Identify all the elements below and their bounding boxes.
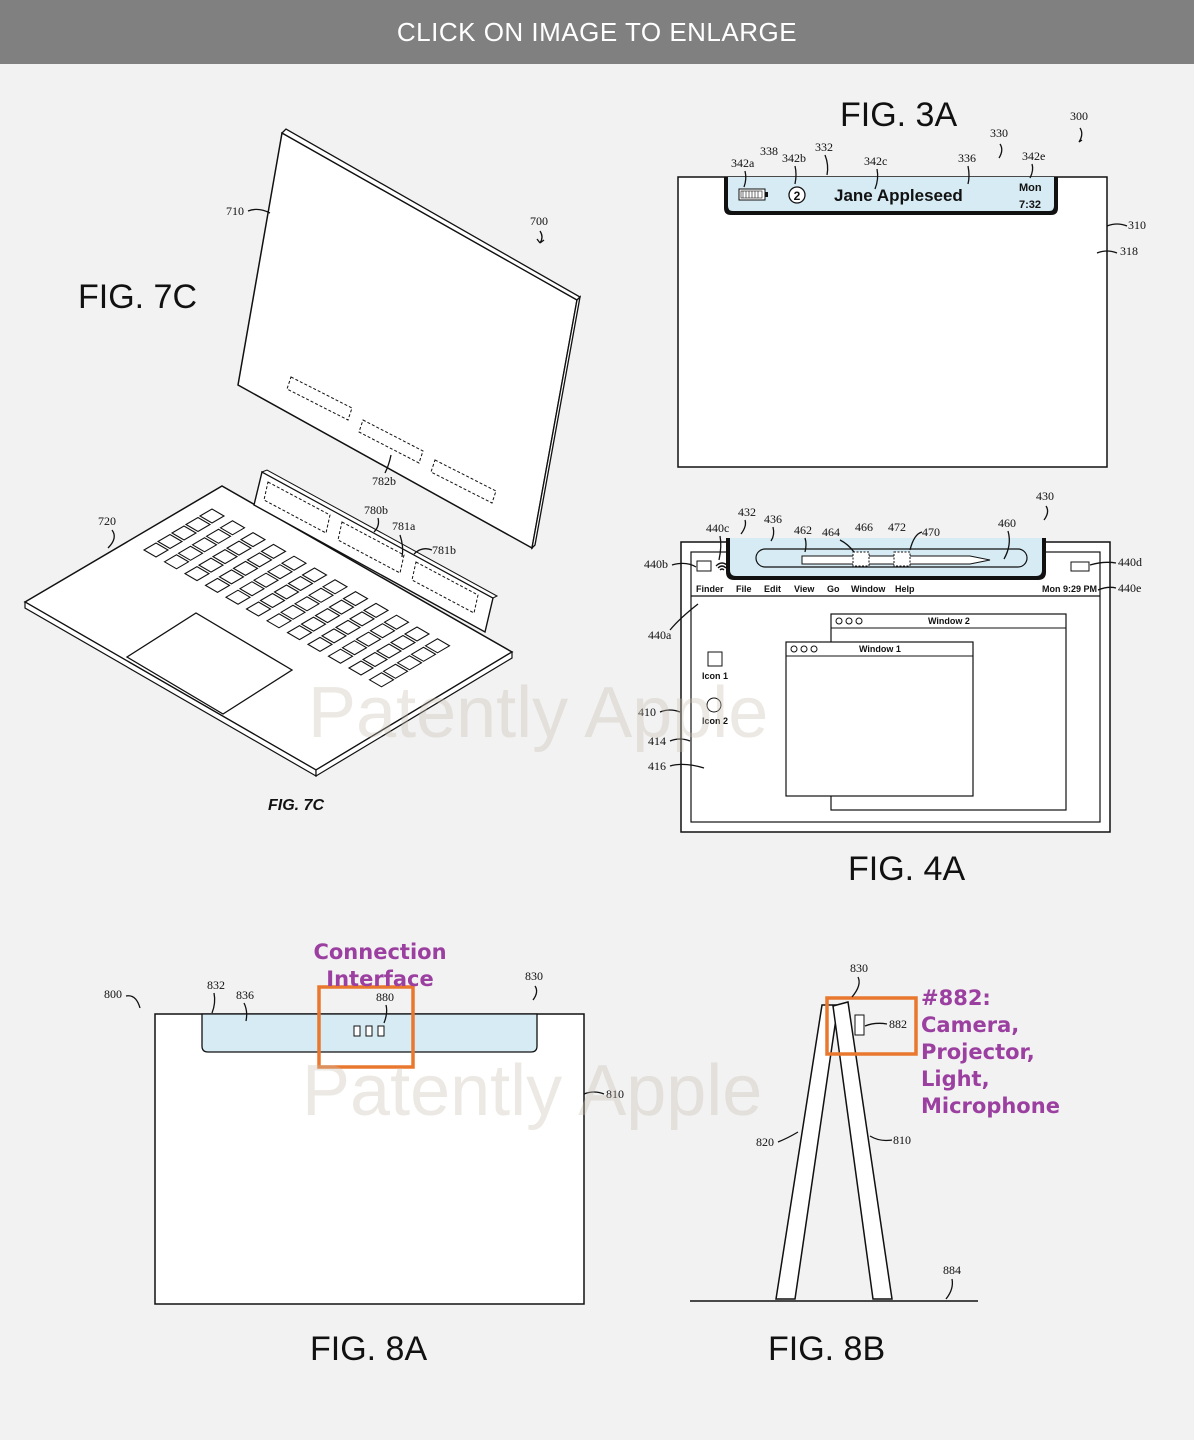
ref-342e: 342e — [1022, 149, 1045, 163]
ref-332: 332 — [815, 140, 833, 154]
connection-label-2: Interface — [326, 967, 433, 991]
menu-item-file: File — [736, 584, 752, 594]
battery-icon-2 — [1071, 562, 1089, 571]
badge-count: 2 — [794, 189, 801, 203]
camera-annotation-line: Camera, — [921, 1013, 1019, 1037]
status-day: Mon — [1019, 182, 1042, 194]
ref-710: 710 — [226, 204, 244, 218]
fig-8a-label: FIG. 8A — [310, 1330, 427, 1368]
ref-462: 462 — [794, 523, 812, 537]
user-name: Jane Appleseed — [834, 186, 963, 205]
watermark-2: Patently Apple — [302, 1051, 762, 1131]
ref-780b: 780b — [364, 503, 388, 517]
ref-464: 464 — [822, 525, 840, 539]
ref-318: 318 — [1120, 244, 1138, 258]
ref-884: 884 — [943, 1263, 961, 1277]
menu-item-view: View — [794, 584, 815, 594]
ref-470: 470 — [922, 525, 940, 539]
ref-440e: 440e — [1118, 581, 1141, 595]
camera-annotation-line: Light, — [921, 1067, 990, 1091]
ref-882: 882 — [889, 1017, 907, 1031]
fig-8a: Connection Interface 800 832 836 880 830… — [104, 940, 624, 1368]
menu-item-finder: Finder — [696, 584, 724, 594]
fig-3a: FIG. 3A 2 Jane Appleseed Mon 7:32 300 33… — [678, 96, 1146, 467]
ref-781b: 781b — [432, 543, 456, 557]
ref-436: 436 — [764, 512, 782, 526]
window-1-title: Window 1 — [859, 644, 901, 654]
connection-label-1: Connection — [313, 940, 446, 964]
camera-annotation-line: Microphone — [921, 1094, 1060, 1118]
ref-342b: 342b — [782, 151, 806, 165]
ref-880: 880 — [376, 990, 394, 1004]
fig-7c-label: FIG. 7C — [78, 278, 197, 316]
airplay-icon — [697, 561, 711, 571]
ref-300: 300 — [1070, 109, 1088, 123]
ref-820: 820 — [756, 1135, 774, 1149]
fig-7c-caption: FIG. 7C — [268, 797, 324, 814]
ref-830b: 830 — [850, 961, 868, 975]
camera-annotation-line: #882: — [921, 986, 991, 1010]
camera-annotation-line: Projector, — [921, 1040, 1035, 1064]
fig-3a-label: FIG. 3A — [840, 96, 957, 134]
menu-item-go: Go — [827, 584, 840, 594]
ref-832: 832 — [207, 978, 225, 992]
ref-830: 830 — [525, 969, 543, 983]
ref-432: 432 — [738, 505, 756, 519]
ref-781a: 781a — [392, 519, 416, 533]
component-882 — [855, 1015, 864, 1035]
ref-440b: 440b — [644, 557, 668, 571]
watermark-1: Patently Apple — [308, 673, 768, 753]
ref-430: 430 — [1036, 489, 1054, 503]
ref-440d: 440d — [1118, 555, 1142, 569]
ref-720: 720 — [98, 514, 116, 528]
window-2-title: Window 2 — [928, 616, 970, 626]
fig-4a-label: FIG. 4A — [848, 850, 965, 888]
ref-700: 700 — [530, 214, 548, 228]
ref-460: 460 — [998, 516, 1016, 530]
status-time: 7:32 — [1019, 199, 1041, 211]
menu-item-window: Window — [851, 584, 886, 594]
ref-440a: 440a — [648, 628, 672, 642]
ref-836: 836 — [236, 988, 254, 1002]
ref-810b: 810 — [893, 1133, 911, 1147]
fig-8b-label: FIG. 8B — [768, 1330, 885, 1368]
camera-annotation: #882: Camera, Projector, Light, Microphone — [921, 986, 1060, 1118]
ref-800: 800 — [104, 987, 122, 1001]
ref-338: 338 — [760, 144, 778, 158]
ref-472: 472 — [888, 520, 906, 534]
ref-440c: 440c — [706, 521, 729, 535]
ref-342c: 342c — [864, 154, 887, 168]
ref-342a: 342a — [731, 156, 755, 170]
ref-330: 330 — [990, 126, 1008, 140]
ref-782b: 782b — [372, 474, 396, 488]
menu-item-edit: Edit — [764, 584, 781, 594]
ref-416: 416 — [648, 759, 666, 773]
display-310 — [678, 177, 1107, 467]
menu-item-help: Help — [895, 584, 915, 594]
ref-310: 310 — [1128, 218, 1146, 232]
desktop-icon-1 — [708, 652, 722, 666]
leg-810 — [833, 1002, 892, 1299]
window-1 — [786, 642, 973, 796]
fig-8b: #882: Camera, Projector, Light, Microphone 8… — [690, 961, 1060, 1368]
ref-466: 466 — [855, 520, 873, 534]
menu-clock: Mon 9:29 PM — [1042, 584, 1097, 594]
ref-336: 336 — [958, 151, 976, 165]
